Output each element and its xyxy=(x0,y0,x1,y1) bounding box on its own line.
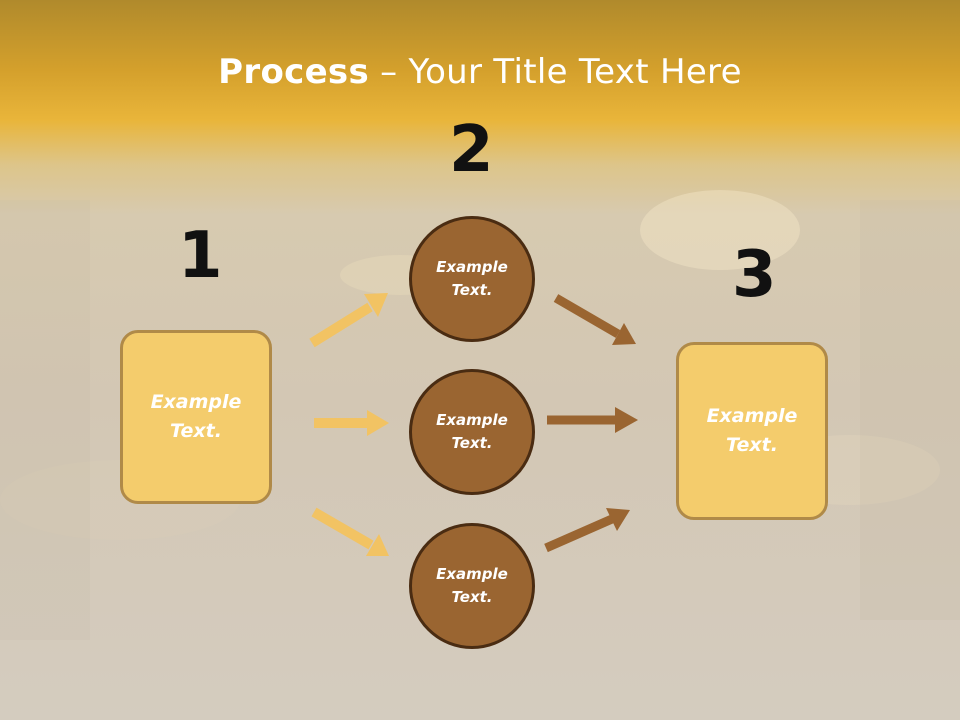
right-box-label: Example Text. xyxy=(706,405,798,456)
step-number-3: 3 xyxy=(732,238,777,312)
left-box-label: Example Text. xyxy=(150,391,242,442)
arrow-left-to-top xyxy=(309,293,388,348)
slide-title: Process – Your Title Text Here xyxy=(0,52,960,92)
arrow-left-to-bottom xyxy=(311,507,389,556)
circle-top-label: Example Text. xyxy=(436,258,508,299)
title-bold: Process xyxy=(218,52,370,92)
arrow-middle-to-right xyxy=(547,407,638,433)
circle-middle-label: Example Text. xyxy=(436,411,508,452)
circle-middle: Example Text. xyxy=(409,369,535,495)
step-number-1: 1 xyxy=(178,219,223,293)
arrow-left-to-middle xyxy=(314,410,389,436)
circle-top: Example Text. xyxy=(409,216,535,342)
step-number-2: 2 xyxy=(449,113,494,187)
right-box: Example Text. xyxy=(676,342,828,520)
circle-bottom-label: Example Text. xyxy=(436,565,508,606)
left-box: Example Text. xyxy=(120,330,272,504)
arrow-top-to-right xyxy=(553,294,636,345)
title-rest: – Your Title Text Here xyxy=(369,52,742,92)
circle-bottom: Example Text. xyxy=(409,523,535,649)
arrow-bottom-to-right xyxy=(544,508,630,553)
